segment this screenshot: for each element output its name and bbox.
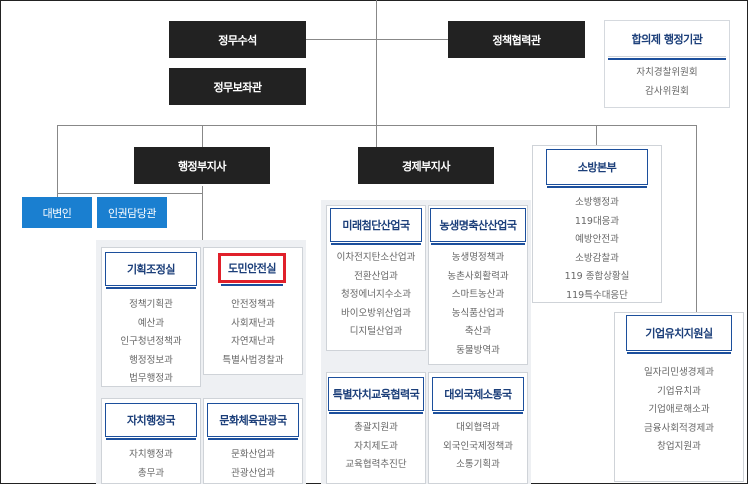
office-header-external[interactable]: 대외국제소통국	[432, 377, 524, 414]
investment-item[interactable]: 기업애로해소과	[648, 404, 710, 415]
investment-item[interactable]: 일자리민생경제과	[644, 367, 714, 378]
human-rights-box[interactable]: 인권담당관	[97, 197, 167, 228]
fire-items: 소방행정과 119대응과 예방안전과 소방감찰과 119 종합상황실 119특수…	[532, 194, 662, 305]
office-item[interactable]: 자치행정과	[129, 449, 173, 460]
connector-investment-drop	[696, 125, 697, 315]
fire-item[interactable]: 소방감찰과	[575, 252, 619, 264]
office-item[interactable]: 축산과	[464, 326, 492, 337]
connector-side-branch	[57, 193, 202, 194]
connector-horizontal	[57, 125, 696, 126]
investment-header[interactable]: 기업유치지원실	[626, 315, 732, 354]
office-item[interactable]: 전환산업과	[354, 270, 398, 282]
office-item[interactable]: 디지털산업과	[349, 326, 403, 337]
vice-governor-economy-box[interactable]: 경제부지사	[358, 147, 494, 184]
connector-fire-drop	[596, 125, 597, 147]
office-item[interactable]: 총무과	[137, 467, 165, 479]
office-item[interactable]: 이차전지탄소산업과	[336, 252, 416, 263]
office-item[interactable]: 안전정책과	[231, 299, 275, 310]
office-item[interactable]: 대외협력과	[456, 422, 500, 433]
office-item[interactable]: 외국인국제정책과	[443, 440, 513, 452]
fire-item[interactable]: 119 종합상황실	[564, 271, 630, 282]
office-header-future-industry[interactable]: 미래첨단산업국	[330, 208, 422, 245]
office-item[interactable]: 동물방역과	[456, 344, 500, 356]
office-item[interactable]: 문화산업과	[231, 449, 275, 460]
office-item[interactable]: 농식품산업과	[451, 307, 505, 319]
office-items-culture: 문화산업과 관광산업과	[203, 446, 303, 483]
office-item[interactable]: 자치제도과	[354, 440, 398, 452]
investment-items: 일자리민생경제과 기업유치과 기업애로해소과 금융사회적경제과 창업지원과	[614, 364, 744, 457]
office-item[interactable]: 총괄지원과	[354, 422, 398, 433]
council-item[interactable]: 감사위원회	[645, 85, 689, 97]
connector-main-vertical	[376, 0, 377, 150]
council-separator	[608, 56, 726, 57]
investment-item[interactable]: 창업지원과	[657, 441, 701, 452]
council-item[interactable]: 자치경찰위원회	[636, 67, 698, 78]
office-header-safety-highlighted[interactable]: 도민안전실	[218, 253, 286, 286]
office-items-planning: 정책기획관 예산과 인구청년정책과 행정정보과 법무행정과	[101, 296, 201, 389]
fire-item[interactable]: 119특수대응단	[566, 289, 628, 301]
office-items-external: 대외협력과 외국인국제정책과 소통기획과	[428, 419, 528, 475]
fire-item[interactable]: 119대응과	[574, 215, 620, 227]
connector-admin-drop	[202, 125, 203, 147]
office-items-safety: 안전정책과 사회재난과 자연재난과 특별사법경찰과	[203, 296, 303, 370]
policy-cooperation-box[interactable]: 정책협력관	[448, 21, 585, 58]
spokesperson-box[interactable]: 대변인	[22, 197, 92, 228]
office-item[interactable]: 바이오방위산업과	[341, 307, 411, 319]
office-header-planning[interactable]: 기획조정실	[105, 252, 197, 289]
office-header-education[interactable]: 특별자치교육협력국	[328, 377, 424, 414]
connector-left-drop	[57, 125, 58, 197]
office-item[interactable]: 청정에너지수소과	[341, 289, 411, 300]
fire-item[interactable]: 소방행정과	[575, 197, 619, 208]
office-item[interactable]: 소통기획과	[456, 459, 500, 470]
office-item[interactable]: 농촌사회활력과	[447, 270, 509, 282]
office-item[interactable]: 농생명정책과	[451, 252, 505, 263]
office-item[interactable]: 인구청년정책과	[120, 336, 182, 347]
office-item[interactable]: 정책기획관	[129, 299, 173, 310]
office-header-autonomy[interactable]: 자치행정국	[105, 403, 197, 440]
office-item[interactable]: 교육협력추진단	[345, 459, 407, 470]
vice-governor-admin-box[interactable]: 행정부지사	[134, 147, 270, 184]
office-items-autonomy: 자치행정과 총무과	[101, 446, 201, 483]
office-header-agri-bio[interactable]: 농생명축산산업국	[430, 208, 526, 245]
office-item[interactable]: 예산과	[137, 317, 165, 329]
secretary-policy-box[interactable]: 정무수석	[169, 21, 306, 58]
fire-header[interactable]: 소방본부	[546, 149, 648, 188]
office-item[interactable]: 사회재난과	[231, 317, 275, 329]
office-header-culture[interactable]: 문화체육관광국	[207, 403, 299, 440]
office-item[interactable]: 특별사법경찰과	[222, 354, 284, 366]
office-item[interactable]: 자연재난과	[231, 336, 275, 347]
office-items-future-industry: 이차전지탄소산업과 전환산업과 청정에너지수소과 바이오방위산업과 디지털산업과	[326, 249, 426, 342]
secretary-aide-box[interactable]: 정무보좌관	[169, 68, 306, 105]
connector-policy	[306, 39, 450, 40]
office-item[interactable]: 관광산업과	[231, 467, 275, 479]
council-header[interactable]: 합의제 행정기관	[608, 22, 726, 60]
connector-admin-down	[202, 186, 203, 243]
investment-item[interactable]: 금융사회적경제과	[644, 422, 714, 434]
investment-item[interactable]: 기업유치과	[657, 385, 701, 397]
office-items-agri-bio: 농생명정책과 농촌사회활력과 스마트농산과 농식품산업과 축산과 동물방역과	[428, 249, 528, 360]
office-item[interactable]: 법무행정과	[129, 373, 173, 384]
office-item[interactable]: 행정정보과	[129, 354, 173, 366]
office-item[interactable]: 스마트농산과	[451, 289, 505, 300]
office-items-education: 총괄지원과 자치제도과 교육협력추진단	[326, 419, 426, 475]
council-items: 자치경찰위원회 감사위원회	[604, 64, 730, 101]
fire-item[interactable]: 예방안전과	[575, 234, 619, 245]
